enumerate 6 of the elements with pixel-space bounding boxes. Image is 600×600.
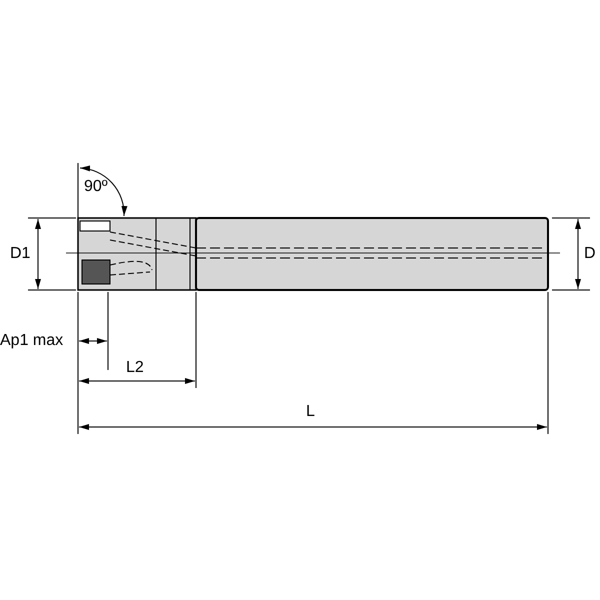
dimension-label: L2	[126, 359, 144, 377]
dimension-label: 90º	[84, 178, 108, 196]
dimension-label: Ap1 max	[0, 332, 64, 350]
dimension-label: L	[306, 403, 315, 421]
dimension-label: D1	[10, 245, 30, 263]
dimension-label: D	[584, 245, 596, 263]
